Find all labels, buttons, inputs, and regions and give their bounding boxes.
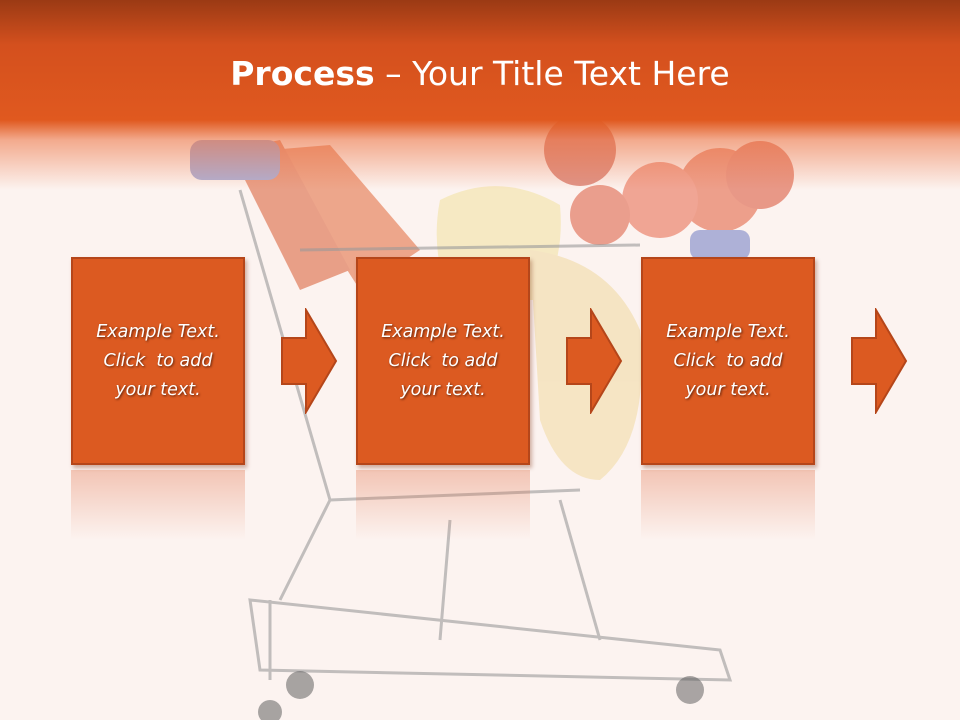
title-rest: – Your Title Text Here [374, 54, 730, 93]
step-box-1[interactable]: Example Text. Click to add your text. [71, 257, 245, 465]
step-line: Click to add [103, 350, 213, 371]
slide-title[interactable]: Process – Your Title Text Here [0, 52, 960, 96]
step-text-1: Example Text. Click to add your text. [96, 318, 220, 405]
arrow-right-icon [566, 308, 623, 414]
title-band [0, 0, 960, 190]
step-text-2: Example Text. Click to add your text. [381, 318, 505, 405]
step-box-reflection [71, 470, 245, 540]
step-box-reflection [356, 470, 530, 540]
arrow-right-icon [281, 308, 338, 414]
step-line: Example Text. [96, 321, 220, 342]
step-line: Example Text. [666, 321, 790, 342]
step-line: your text. [685, 379, 771, 400]
step-text-3: Example Text. Click to add your text. [666, 318, 790, 405]
step-line: your text. [400, 379, 486, 400]
step-box-3[interactable]: Example Text. Click to add your text. [641, 257, 815, 465]
step-line: your text. [115, 379, 201, 400]
title-bold: Process [230, 54, 375, 93]
step-box-reflection [641, 470, 815, 540]
arrow-right-icon [851, 308, 908, 414]
step-box-2[interactable]: Example Text. Click to add your text. [356, 257, 530, 465]
step-line: Click to add [673, 350, 783, 371]
step-line: Example Text. [381, 321, 505, 342]
step-line: Click to add [388, 350, 498, 371]
